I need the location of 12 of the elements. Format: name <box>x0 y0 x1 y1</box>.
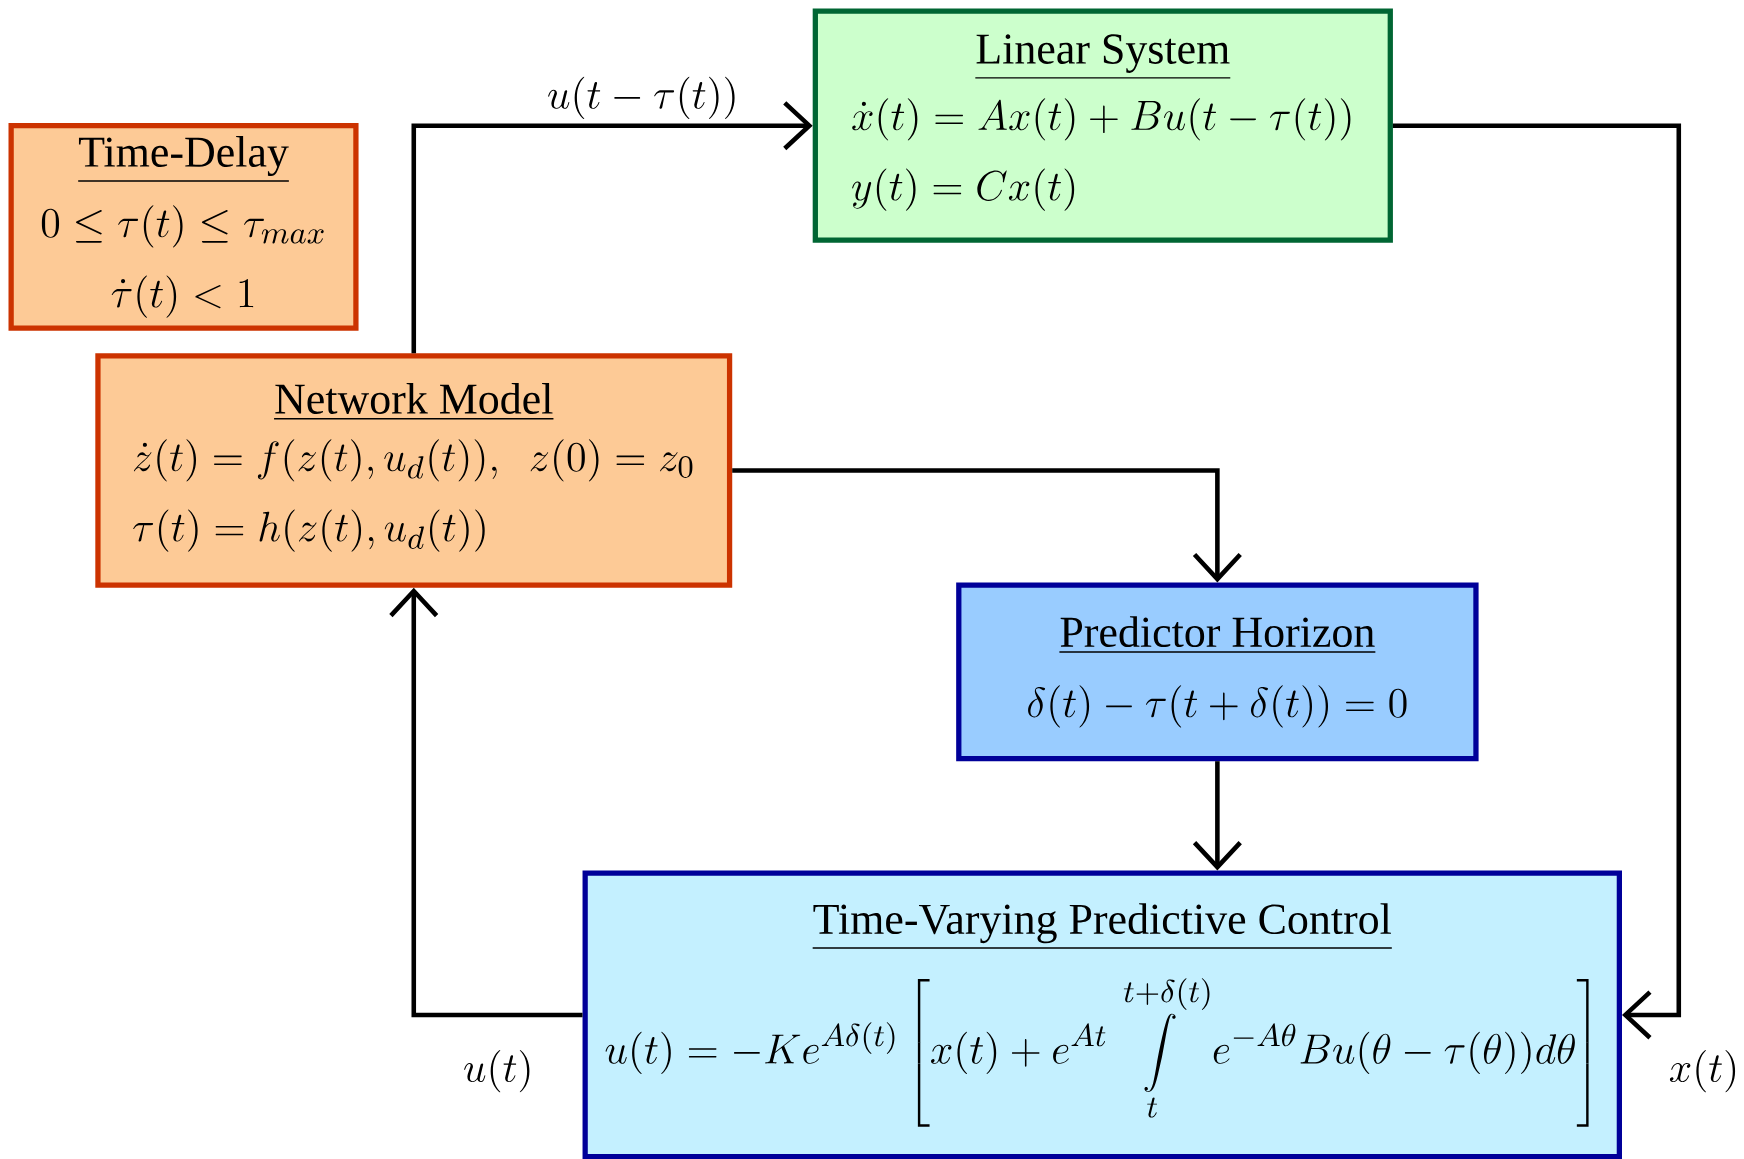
edge-label: $u(t)$ <box>459 1046 538 1096</box>
process-box: Linear System $\dot{x}(t) = Ax(t) + Bu(t-\tau(t))$ $y(t) = Cx(t)$ <box>812 8 1393 243</box>
arrow <box>732 468 1242 583</box>
arrow <box>1392 123 1682 1040</box>
edge-label: $x(t)$ <box>1665 1046 1743 1096</box>
info-box: Time-Delay $0 \leq \tau(t) \leq \tau_{max}$ $\dot{\tau}(t) < 1$ <box>8 123 359 331</box>
process-box: Predictor Horizon $\delta(t) - \tau(t+\delta(t)) = 0$ <box>956 582 1479 762</box>
edge-label: $u(t-\tau(t))$ <box>543 73 743 123</box>
arrow <box>1192 761 1242 871</box>
process-box: Network Model $\dot{z}(t) = f(z(t),u_d(t)),\ \ z(0) = z_0$ $\tau(t) = h(z(t),u_d(t))$ <box>95 353 733 588</box>
arrow <box>411 101 813 354</box>
arrow <box>389 587 583 1018</box>
